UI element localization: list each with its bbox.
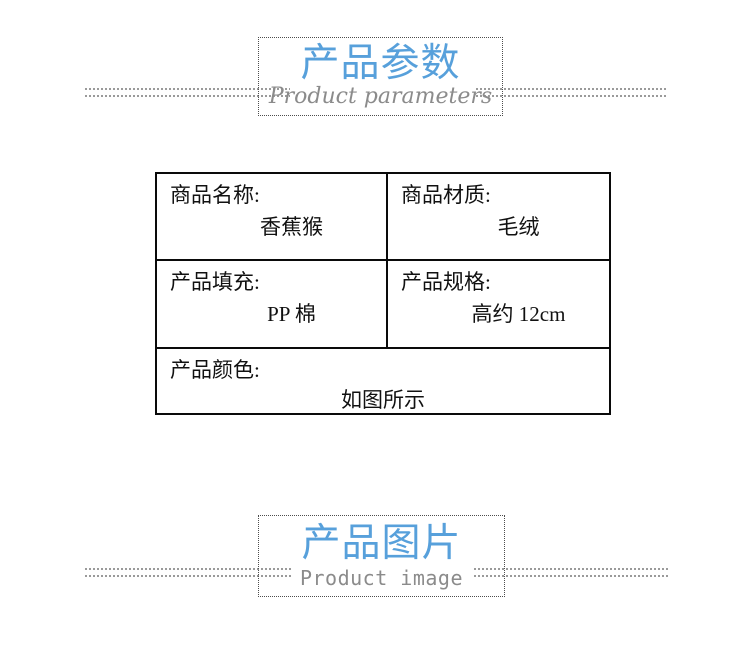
dotted-stripe (476, 95, 666, 97)
spec-label: 产品规格: (401, 270, 491, 294)
spec-value: 毛绒 (497, 215, 540, 239)
spec-label: 产品颜色: (170, 358, 260, 382)
spec-value: 香蕉猴 (260, 215, 323, 239)
image-title-cn: 产品图片 (301, 522, 462, 565)
spec-label: 产品填充: (170, 270, 260, 294)
spec-value: 如图所示 (341, 388, 425, 412)
dotted-stripe (476, 88, 666, 90)
table-row: 产品填充: PP 棉 产品规格: 高约 12cm (157, 261, 609, 349)
parameters-title-box: 产品参数 Product parameters (258, 37, 503, 116)
table-row: 产品颜色: 如图所示 (157, 349, 609, 413)
parameters-title-en: Product parameters (268, 84, 493, 109)
table-cell-product-filling: 产品填充: PP 棉 (157, 261, 388, 347)
decorative-dotted-line-right (476, 88, 666, 97)
spec-value: PP 棉 (267, 302, 316, 326)
table-cell-product-color: 产品颜色: 如图所示 (157, 349, 609, 413)
spec-label: 商品材质: (401, 183, 491, 207)
spec-label: 商品名称: (170, 183, 260, 207)
dotted-stripe (474, 575, 670, 577)
decorative-dotted-line-left (85, 568, 293, 577)
spec-value: 高约 12cm (471, 302, 566, 326)
table-row: 商品名称: 香蕉猴 商品材质: 毛绒 (157, 174, 609, 261)
parameters-title-cn: 产品参数 (300, 42, 461, 85)
table-cell-product-material: 商品材质: 毛绒 (388, 174, 609, 259)
image-title-box: 产品图片 Product image (258, 515, 505, 597)
image-title-en: Product image (299, 566, 464, 590)
decorative-dotted-line-right (474, 568, 670, 577)
dotted-stripe (85, 88, 290, 90)
section-product-image: 产品图片 Product image (0, 514, 750, 598)
decorative-dotted-line-left (85, 88, 290, 97)
table-cell-product-size: 产品规格: 高约 12cm (388, 261, 609, 347)
product-spec-table: 商品名称: 香蕉猴 商品材质: 毛绒 产品填充: PP 棉 产品规格: 高约 1… (155, 172, 611, 415)
dotted-stripe (474, 568, 670, 570)
dotted-stripe (85, 575, 293, 577)
table-cell-product-name: 商品名称: 香蕉猴 (157, 174, 388, 259)
section-product-parameters: 产品参数 Product parameters (0, 37, 750, 121)
dotted-stripe (85, 568, 293, 570)
dotted-stripe (85, 95, 290, 97)
